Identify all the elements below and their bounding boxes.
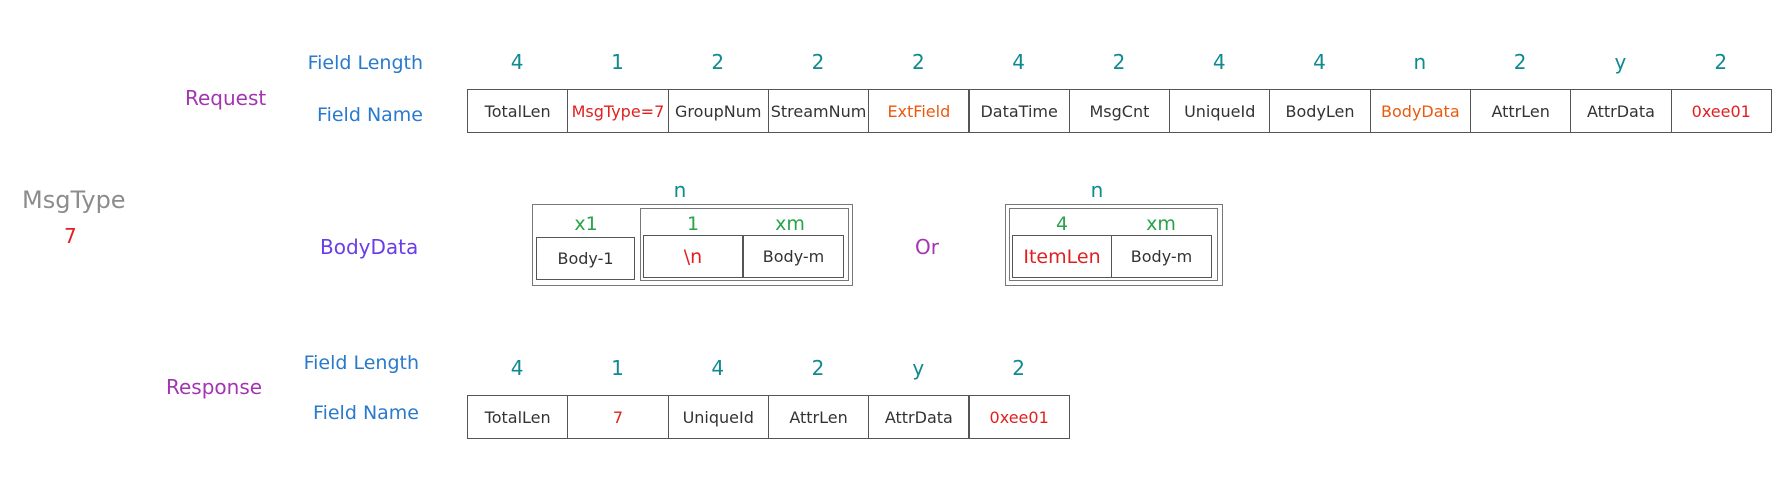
request-field-extfield: ExtField [868, 89, 970, 133]
response-field-length-label: Field Length [303, 352, 419, 374]
bodydata-label: BodyData [320, 235, 419, 259]
request-field-msgtype-7: MsgType=7 [567, 89, 669, 133]
newline-box: \n [643, 235, 743, 278]
request-field-bodylen: BodyLen [1269, 89, 1371, 133]
response-length-1: 4 [510, 356, 524, 380]
request-length-7: 2 [1112, 50, 1126, 74]
response-field-totallen: TotalLen [467, 395, 569, 439]
response-length-3: 4 [711, 356, 725, 380]
msgtype-value: 7 [64, 224, 77, 248]
request-field-0xee01: 0xee01 [1670, 89, 1772, 133]
itemlen-box: ItemLen [1012, 235, 1112, 278]
response-field-attrlen: AttrLen [767, 395, 870, 439]
bodydata-right-inner-frame [1009, 208, 1218, 281]
request-length-1: 4 [510, 50, 524, 74]
body-m-box-right: Body-m [1111, 235, 1212, 278]
response-field-uniqueid: UniqueId [667, 395, 769, 439]
request-length-4: 2 [811, 50, 825, 74]
request-length-6: 4 [1012, 50, 1026, 74]
body-m-box: Body-m [743, 235, 844, 278]
or-label: Or [915, 235, 939, 259]
request-length-3: 2 [711, 50, 725, 74]
response-label: Response [166, 375, 263, 399]
request-field-msgcnt: MsgCnt [1068, 89, 1171, 133]
request-field-attrlen: AttrLen [1470, 89, 1572, 133]
request-length-2: 1 [611, 50, 624, 74]
request-field-bodydata: BodyData [1369, 89, 1471, 133]
request-length-10: n [1413, 50, 1427, 74]
response-length-6: 2 [1012, 356, 1026, 380]
bodydata-left-inner-length-2: xm [775, 213, 805, 235]
response-length-4: 2 [811, 356, 825, 380]
bodydata-right-outer-length: n [1090, 178, 1104, 202]
request-length-12: y [1614, 50, 1627, 74]
bodydata-right-inner-length-2: xm [1146, 213, 1176, 235]
request-length-13: 2 [1714, 50, 1728, 74]
bodydata-left-first-length: x1 [574, 213, 598, 235]
request-length-5: 2 [911, 50, 925, 74]
request-field-length-label: Field Length [307, 52, 423, 74]
request-length-8: 4 [1212, 50, 1226, 74]
request-field-datatime: DataTime [968, 89, 1070, 133]
body-1-box: Body-1 [536, 237, 635, 280]
response-length-5: y [912, 356, 925, 380]
bodydata-right-outer-frame [1005, 204, 1223, 286]
bodydata-left-inner-frame [640, 208, 849, 281]
request-field-totallen: TotalLen [467, 89, 569, 133]
bodydata-right-inner-length-1: 4 [1055, 213, 1069, 235]
response-field-attrdata: AttrData [868, 395, 970, 439]
response-field-7: 7 [567, 395, 669, 439]
request-field-attrdata: AttrData [1570, 89, 1672, 133]
request-length-11: 2 [1513, 50, 1527, 74]
request-field-groupnum: GroupNum [667, 89, 769, 133]
response-field-name-label: Field Name [313, 402, 419, 424]
msgtype-title: MsgType [22, 186, 126, 214]
response-length-2: 1 [611, 356, 624, 380]
bodydata-left-outer-length: n [673, 178, 687, 202]
response-field-0xee01: 0xee01 [968, 395, 1070, 439]
request-field-streamnum: StreamNum [767, 89, 870, 133]
request-field-name-label: Field Name [317, 104, 423, 126]
request-field-uniqueid: UniqueId [1169, 89, 1271, 133]
request-label: Request [185, 86, 267, 110]
request-length-9: 4 [1313, 50, 1326, 74]
bodydata-left-outer-frame [532, 204, 853, 286]
bodydata-left-inner-length-1: 1 [686, 213, 700, 235]
